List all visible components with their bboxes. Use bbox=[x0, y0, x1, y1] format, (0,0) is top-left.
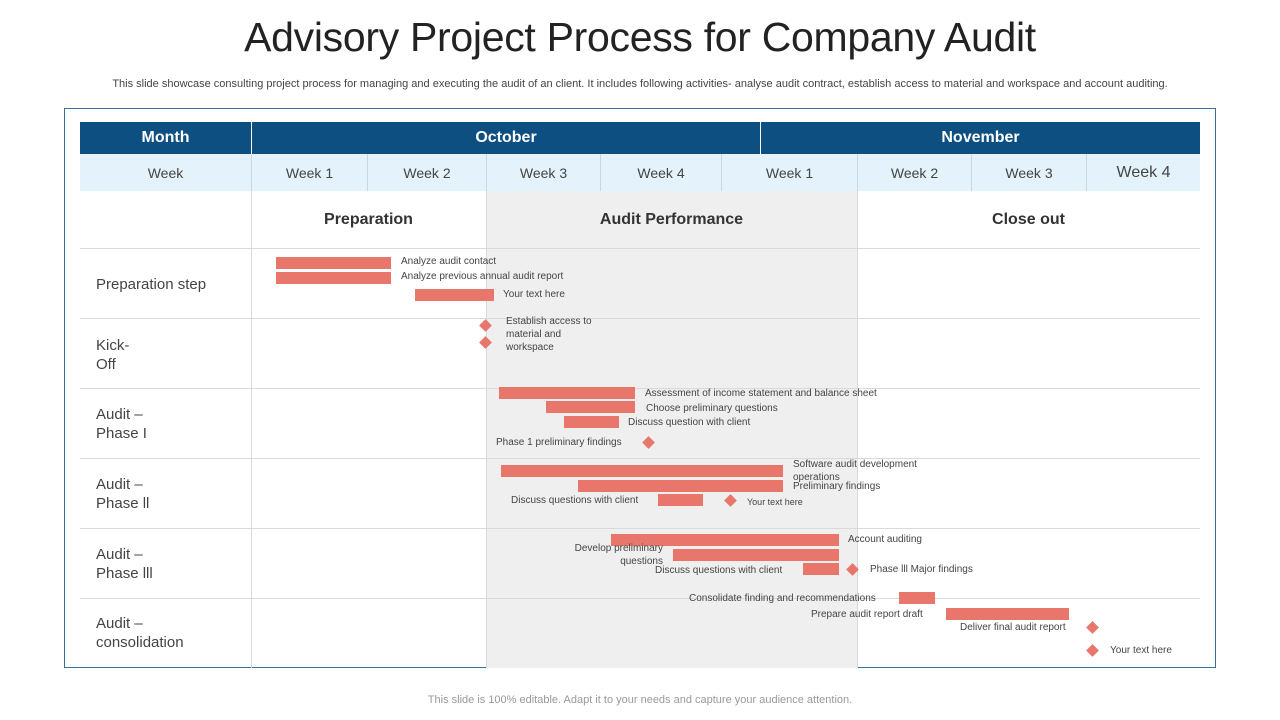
task-bar bbox=[276, 257, 391, 269]
task-label: Analyze audit contact bbox=[401, 256, 497, 267]
row-label-audit-consolidation: Audit – consolidation bbox=[96, 615, 184, 651]
week-header-cell: Week bbox=[147, 164, 184, 181]
column-divider bbox=[857, 191, 858, 668]
column-divider bbox=[486, 191, 487, 668]
task-bar bbox=[501, 465, 783, 477]
task-bar bbox=[658, 494, 703, 506]
task-bar bbox=[564, 416, 619, 428]
task-bar bbox=[946, 608, 1069, 620]
task-label: Choose preliminary questions bbox=[646, 403, 778, 414]
task-label: Phase lll Major findings bbox=[870, 564, 973, 575]
week-oct-3: Week 3 bbox=[486, 154, 600, 191]
row-divider bbox=[80, 458, 1200, 459]
row-label-preparation-step: Preparation step bbox=[96, 276, 207, 293]
row-label-audit-phase-3: Audit – Phase lll bbox=[96, 546, 153, 582]
month-header-cell: Month bbox=[80, 122, 251, 154]
month-november: November bbox=[761, 122, 1200, 154]
task-bar bbox=[673, 549, 839, 561]
task-label: Deliver final audit report bbox=[960, 622, 1066, 633]
row-label-audit-phase-1: Audit – Phase I bbox=[96, 406, 147, 442]
row-divider bbox=[80, 318, 1200, 319]
week-nov-2: Week 2 bbox=[857, 154, 971, 191]
task-label: Assessment of income statement and balan… bbox=[645, 388, 877, 399]
week-nov-4: Week 4 bbox=[1086, 154, 1200, 191]
task-label: Account auditing bbox=[848, 534, 922, 545]
slide-subtitle: This slide showcase consulting project p… bbox=[112, 78, 1168, 90]
phase-preparation: Preparation bbox=[324, 211, 413, 228]
week-oct-1: Week 1 bbox=[251, 154, 367, 191]
month-october: October bbox=[252, 122, 760, 154]
task-label: Establish access to material and workspa… bbox=[506, 316, 592, 353]
column-divider bbox=[251, 191, 252, 668]
task-label: Discuss questions with client bbox=[655, 565, 783, 576]
task-label: Your text here bbox=[1110, 645, 1172, 656]
task-label: Develop preliminary questions bbox=[574, 543, 663, 567]
task-label: Your text here bbox=[503, 289, 565, 300]
task-bar bbox=[276, 272, 391, 284]
row-label-kick-off: Kick- Off bbox=[96, 337, 130, 373]
week-nov-3: Week 3 bbox=[971, 154, 1086, 191]
week-row bbox=[80, 154, 1200, 191]
phase-audit-performance: Audit Performance bbox=[599, 211, 744, 228]
phase-close-out: Close out bbox=[992, 211, 1065, 228]
audit-performance-shade bbox=[486, 191, 857, 668]
task-label: Phase 1 preliminary findings bbox=[496, 437, 622, 448]
slide-title: Advisory Project Process for Company Aud… bbox=[244, 14, 1036, 60]
task-label: Analyze previous annual audit report bbox=[401, 271, 564, 282]
task-bar bbox=[578, 480, 783, 492]
task-bar bbox=[803, 563, 839, 575]
row-divider bbox=[80, 248, 1200, 249]
row-divider bbox=[80, 528, 1200, 529]
task-bar bbox=[546, 401, 635, 413]
slide-footer: This slide is 100% editable. Adapt it to… bbox=[427, 694, 853, 706]
row-divider bbox=[80, 598, 1200, 599]
row-divider bbox=[80, 388, 1200, 389]
task-bar bbox=[611, 534, 839, 546]
week-nov-1: Week 1 bbox=[721, 154, 857, 191]
task-label: Software audit development operations bbox=[793, 459, 917, 483]
task-label: Discuss questions with client bbox=[511, 495, 639, 506]
week-oct-2: Week 2 bbox=[367, 154, 486, 191]
row-label-audit-phase-2: Audit – Phase ll bbox=[96, 476, 150, 512]
task-label: Your text here bbox=[747, 497, 803, 507]
task-label: Prepare audit report draft bbox=[811, 609, 923, 620]
week-oct-4: Week 4 bbox=[600, 154, 721, 191]
task-bar bbox=[415, 289, 494, 301]
task-label: Discuss question with client bbox=[628, 417, 751, 428]
task-bar bbox=[499, 387, 635, 399]
task-label: Consolidate finding and recommendations bbox=[689, 593, 876, 604]
task-bar bbox=[899, 592, 935, 604]
task-label: Preliminary findings bbox=[793, 481, 881, 492]
